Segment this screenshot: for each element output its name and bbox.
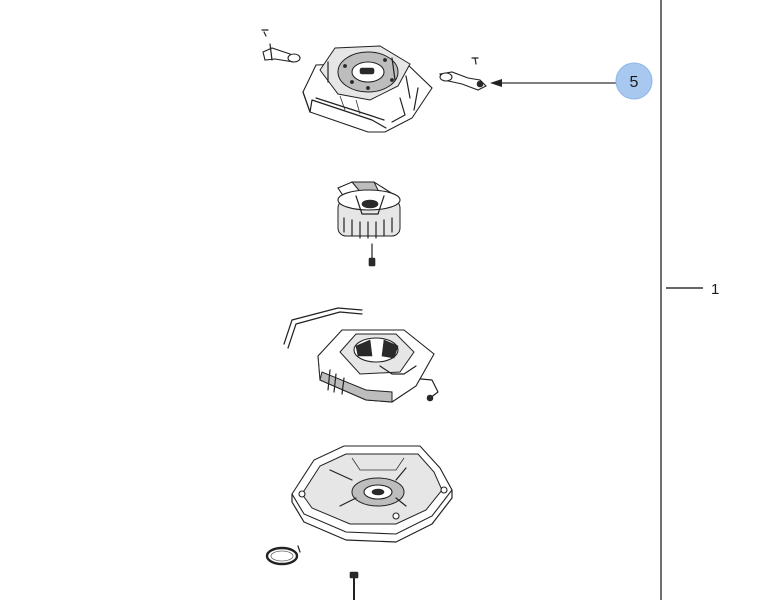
bottom-screw[interactable] xyxy=(349,571,359,600)
callout-5-text: 5 xyxy=(630,74,639,91)
motor-base-assembly[interactable] xyxy=(283,307,439,403)
callout-5-circle[interactable] xyxy=(615,62,653,100)
upper-frame-assembly[interactable] xyxy=(302,45,433,133)
part-5-pin[interactable] xyxy=(439,57,487,91)
bottom-housing[interactable] xyxy=(291,445,453,543)
reel-motor[interactable] xyxy=(337,181,401,267)
left-pin-part[interactable] xyxy=(261,29,301,63)
ring-clip[interactable] xyxy=(265,545,301,566)
callout-5-arrowhead xyxy=(490,79,502,87)
label-1-text: 1 xyxy=(711,281,719,298)
